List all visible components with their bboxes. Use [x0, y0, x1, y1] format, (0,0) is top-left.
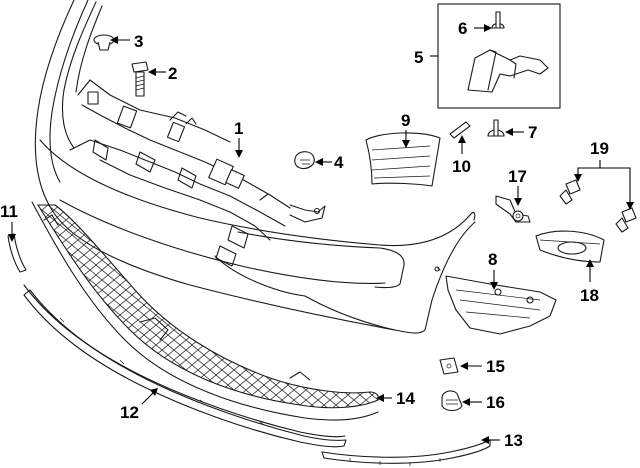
bracket-part-8 [445, 275, 557, 335]
lower-grille [31, 201, 379, 421]
callout-15: 15 [486, 357, 505, 376]
callout-13: 13 [504, 431, 523, 450]
bumper-cover [34, 0, 476, 334]
clip-part-10 [449, 121, 471, 139]
callout-2: 2 [168, 64, 177, 83]
callout-17: 17 [508, 167, 527, 186]
bolts-part-19 [559, 179, 637, 233]
bezel-part-18 [535, 230, 605, 263]
pin-part-7 [487, 119, 505, 137]
bumper-reinforcement [61, 1, 326, 267]
callout-3: 3 [134, 32, 143, 51]
part-5-box [437, 3, 561, 109]
callout-10: 10 [452, 157, 471, 176]
callout-labels: 3 2 1 4 6 5 9 7 10 17 19 11 8 18 15 16 1… [0, 19, 609, 450]
callout-11: 11 [0, 202, 18, 221]
callout-1: 1 [234, 119, 243, 138]
bracket-part-17 [495, 195, 531, 223]
leaders [8, 24, 634, 444]
trim-strip [321, 439, 491, 466]
callout-16: 16 [486, 393, 505, 412]
callout-4: 4 [334, 153, 344, 172]
clip-part-3 [93, 34, 115, 51]
bolt-part-2 [131, 61, 149, 97]
callout-19: 19 [590, 139, 609, 158]
callout-18: 18 [580, 286, 599, 305]
clip-part-4 [294, 151, 315, 170]
bracket-part-9 [365, 132, 441, 187]
side-trim [7, 233, 27, 273]
lower-molding [23, 284, 347, 448]
clip-part-16 [441, 390, 463, 412]
callout-14: 14 [396, 389, 415, 408]
pad-part-15 [439, 357, 459, 375]
callout-8: 8 [488, 250, 497, 269]
callout-7: 7 [528, 123, 537, 142]
callout-6: 6 [458, 19, 467, 38]
callout-5: 5 [414, 48, 423, 67]
callout-9: 9 [401, 111, 410, 130]
callout-12: 12 [120, 403, 139, 422]
